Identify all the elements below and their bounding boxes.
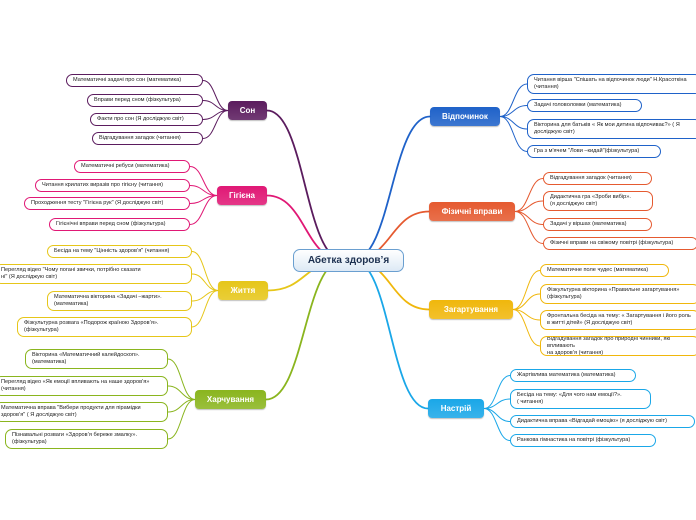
central-topic[interactable]: Абетка здоров’я — [293, 249, 404, 272]
leaf-fizychni-4[interactable]: Фізичні вправи на свіжому повітрі (фізку… — [543, 237, 696, 250]
leaf-nastrii-2[interactable]: Бесіда на тему: «Для чого нам емоції?». … — [510, 389, 651, 409]
leaf-kharchuvannia-3[interactable]: Математична вправа "Вибери продукти для … — [0, 402, 168, 422]
connector-kharchuvannia — [265, 259, 344, 401]
leaf-zahartuvannia-1[interactable]: Математичне поле чудес (математика) — [540, 264, 669, 277]
connector-vidpochynok-leaf-2 — [499, 105, 528, 117]
connector-son-leaf-2 — [202, 100, 229, 111]
leaf-vidpochynok-4[interactable]: Гра з м'ячем "Лови –кидай"(фізкультура) — [527, 145, 661, 158]
branch-vidpochynok[interactable]: Відпочинок — [430, 107, 500, 126]
branch-kharchuvannia[interactable]: Харчування — [195, 390, 266, 409]
connector-vidpochynok-leaf-1 — [499, 83, 528, 117]
connector-fizychni-leaf-3 — [514, 211, 544, 225]
leaf-hihiena-3[interactable]: Проходження тесту "Гігієна рук" (Я дослі… — [24, 197, 190, 210]
leaf-son-2[interactable]: Вправи перед сном (фізкультура) — [87, 94, 203, 107]
connector-fizychni-leaf-2 — [514, 200, 544, 212]
leaf-kharchuvannia-2[interactable]: Перегляд відео «Як емоції впливають на н… — [0, 376, 168, 396]
connector-zahartuvannia-leaf-1 — [512, 270, 541, 310]
leaf-vidpochynok-2[interactable]: Задачі головоломки (математика) — [527, 99, 642, 112]
branch-nastrii[interactable]: Настрій — [428, 399, 484, 418]
connector-zhyttia-leaf-2 — [191, 273, 219, 291]
leaf-hihiena-2[interactable]: Читання крилатих виразів про гігієну (чи… — [35, 179, 190, 192]
leaf-son-4[interactable]: Відгадування загадок (читання) — [92, 132, 203, 145]
leaf-vidpochynok-1[interactable]: Читання вірша "Спішать на відпочинок люд… — [527, 74, 696, 94]
connector-nastrii-leaf-3 — [483, 408, 511, 422]
leaf-hihiena-4[interactable]: Гігієнічні вправи перед сном (фізкультур… — [49, 218, 190, 231]
connector-vidpochynok-leaf-4 — [499, 116, 528, 152]
leaf-zahartuvannia-2[interactable]: Фізкультурна вікторина «Правильне загарт… — [540, 284, 696, 304]
leaf-fizychni-1[interactable]: Відгадування загадок (читання) — [543, 172, 652, 185]
connector-zhyttia-leaf-4 — [191, 290, 219, 328]
leaf-kharchuvannia-4[interactable]: Пізнавальні розваги «Здоров’я береже зма… — [5, 429, 168, 449]
leaf-zhyttia-2[interactable]: Перегляд відео "Чому погані звички, потр… — [0, 264, 192, 284]
leaf-hihiena-1[interactable]: Математичні ребуси (математика) — [74, 160, 190, 173]
connector-nastrii-leaf-1 — [483, 375, 511, 409]
leaf-son-1[interactable]: Математичні задачі про сон (математика) — [66, 74, 203, 87]
connector-hihiena-leaf-4 — [189, 195, 218, 225]
leaf-zahartuvannia-4[interactable]: Відгадування загадок про природні чинник… — [540, 336, 696, 356]
connector-kharchuvannia-leaf-1 — [167, 358, 196, 400]
leaf-zhyttia-1[interactable]: Бесіда на тему "Цінність здоров’я" (чита… — [47, 245, 192, 258]
connector-hihiena-leaf-1 — [189, 166, 218, 196]
connector-zahartuvannia-leaf-2 — [512, 293, 541, 310]
leaf-zhyttia-4[interactable]: Фізкультурна розвага «Подорож країною Зд… — [17, 317, 192, 337]
connector-zhyttia-leaf-1 — [191, 251, 219, 291]
connector-nastrii-leaf-4 — [483, 408, 511, 441]
branch-son[interactable]: Сон — [228, 101, 267, 120]
connector-fizychni-leaf-4 — [514, 211, 544, 244]
branch-fizychni-vpravy[interactable]: Фізичні вправи — [429, 202, 515, 221]
connector-zahartuvannia-leaf-4 — [512, 309, 541, 347]
leaf-fizychni-2[interactable]: Дидактична гра «Зроби вибір». (я дослідж… — [543, 191, 653, 211]
leaf-zahartuvannia-3[interactable]: Фронтальна бесіда на тему: « Загартуванн… — [540, 310, 696, 330]
connector-son-leaf-1 — [202, 80, 229, 111]
leaf-fizychni-3[interactable]: Задачі у віршах (математика) — [543, 218, 652, 231]
branch-hihiena[interactable]: Гігієна — [217, 186, 267, 205]
connector-son-leaf-4 — [202, 110, 229, 139]
connector-nastrii-leaf-2 — [483, 398, 511, 409]
connector-son — [266, 109, 344, 261]
leaf-nastrii-3[interactable]: Дидактична вправа «Відгадай емоцію» (я д… — [510, 415, 695, 428]
leaf-son-3[interactable]: Факти про сон (Я досліджую світ) — [90, 113, 203, 126]
leaf-nastrii-1[interactable]: Жартівлива математика (математика) — [510, 369, 636, 382]
connector-kharchuvannia-leaf-4 — [167, 399, 196, 440]
connector-vidpochynok-leaf-3 — [499, 116, 528, 130]
connector-vidpochynok — [352, 115, 431, 261]
branch-zahartuvannia[interactable]: Загартування — [429, 300, 513, 319]
connector-kharchuvannia-leaf-2 — [167, 385, 196, 400]
leaf-nastrii-4[interactable]: Ранкова гімнастика на повітрі (фізкульту… — [510, 434, 656, 447]
leaf-zhyttia-3[interactable]: Математична вікторина «Задачі –жарти». (… — [47, 291, 192, 311]
leaf-vidpochynok-3[interactable]: Вікторина для батьків « Як мои дитина ві… — [527, 119, 696, 139]
connector-fizychni-leaf-1 — [514, 178, 544, 212]
connector-nastrii — [352, 259, 429, 410]
leaf-kharchuvannia-1[interactable]: Вікторина «Математичний калейдоскоп». (м… — [25, 349, 168, 369]
branch-zhyttia[interactable]: Життя — [218, 281, 268, 300]
